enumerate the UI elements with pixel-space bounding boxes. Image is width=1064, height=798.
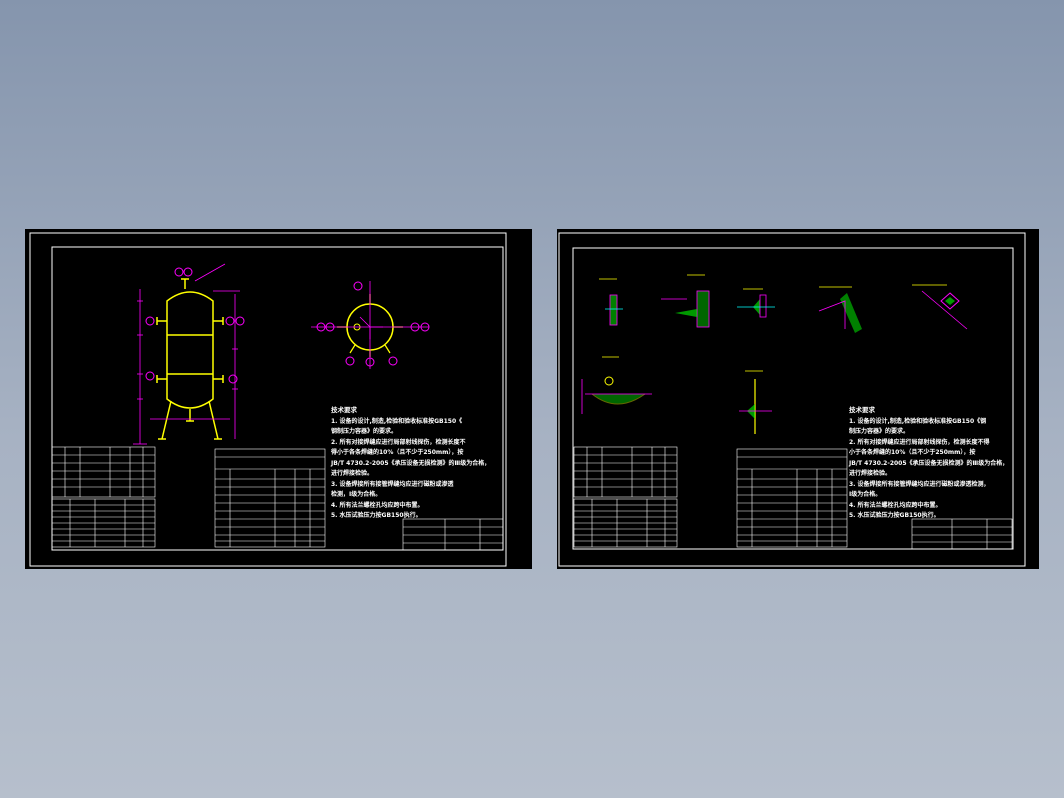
detail-weld-1 <box>599 278 623 326</box>
note-line: 4. 所有法兰螺栓孔均应跨中布置。 <box>849 501 942 509</box>
note-line: 进行焊接检验。 <box>849 470 892 477</box>
note-line: 1. 设备的设计,制造,检验和验收标准按GB150《 <box>331 417 463 425</box>
note-line: 检测，Ⅰ级为合格。 <box>331 491 382 498</box>
parts-list-table <box>214 448 326 548</box>
title-block <box>402 518 504 551</box>
detail-lifting-lug <box>581 356 652 414</box>
detail-support <box>739 370 772 434</box>
note-line: 5. 水压试验压力按GB150执行。 <box>331 512 422 519</box>
outer-frame <box>558 232 1026 567</box>
note-line: 钢制压力容器》的要求。 <box>331 428 398 435</box>
note-line: Ⅰ级为合格。 <box>849 491 882 498</box>
inner-frame <box>51 246 504 551</box>
detail-weld-5 <box>912 284 968 330</box>
note-line: 制压力容器》的要求。 <box>849 428 910 435</box>
note-line: 4. 所有法兰螺栓孔均应跨中布置。 <box>331 501 424 509</box>
right-sheet-graphics <box>558 232 1026 567</box>
nozzle-table <box>573 446 678 498</box>
note-line: 2. 所有对接焊缝应进行局部射线探伤，检测长度不得 <box>849 438 990 446</box>
detail-weld-3 <box>737 288 775 318</box>
notes-title: 技术要求 <box>331 406 357 414</box>
outer-frame <box>29 232 507 567</box>
note-line: 小于各条焊缝的10%（且不少于250mm），按 <box>849 449 976 456</box>
note-line: 2. 所有对接焊缝应进行局部射线探伤，检测长度不 <box>331 438 466 446</box>
detail-weld-4 <box>818 286 862 333</box>
note-line: JB/T 4730.2-2005《承压设备无损检测》的Ⅲ级为合格， <box>331 459 491 467</box>
parts-list-table <box>736 448 848 548</box>
note-line: 3. 设备焊接所有接管焊缝均应进行磁粉或渗透检测， <box>849 480 990 488</box>
vessel-dimensions <box>133 263 240 445</box>
left-sheet-graphics <box>29 232 507 567</box>
note-line: 进行焊接检验。 <box>331 470 374 477</box>
drawing-sheet-right[interactable]: 技术要求 1. 设备的设计,制造,检验和验收标准按GB150《钢 制压力容器》的… <box>557 229 1039 569</box>
note-line: 1. 设备的设计,制造,检验和验收标准按GB150《钢 <box>849 417 987 425</box>
title-block <box>911 518 1013 550</box>
note-line: 得小于各条焊缝的10%（且不少于250mm），按 <box>331 449 464 456</box>
notes-title: 技术要求 <box>849 406 875 414</box>
nozzle-callouts-elevation <box>145 267 245 384</box>
design-data-table <box>573 498 678 548</box>
note-line: 5. 水压试验压力按GB150执行。 <box>849 512 940 519</box>
inner-frame <box>572 247 1014 550</box>
note-line: 3. 设备焊接所有接管焊缝均应进行磁粉或渗透 <box>331 480 454 488</box>
vessel-plan-view <box>311 281 430 369</box>
drawing-sheet-left[interactable]: 技术要求 1. 设备的设计,制造,检验和验收标准按GB150《 钢制压力容器》的… <box>25 229 532 569</box>
nozzle-table <box>51 446 156 498</box>
detail-weld-2 <box>661 274 710 328</box>
design-data-table <box>51 498 156 548</box>
note-line: JB/T 4730.2-2005《承压设备无损检测》的Ⅲ级为合格， <box>849 459 1009 467</box>
technical-notes-left: 技术要求 1. 设备的设计,制造,检验和验收标准按GB150《 钢制压力容器》的… <box>331 405 490 522</box>
technical-notes-right: 技术要求 1. 设备的设计,制造,检验和验收标准按GB150《钢 制压力容器》的… <box>849 405 1008 522</box>
vessel-elevation <box>156 278 224 440</box>
